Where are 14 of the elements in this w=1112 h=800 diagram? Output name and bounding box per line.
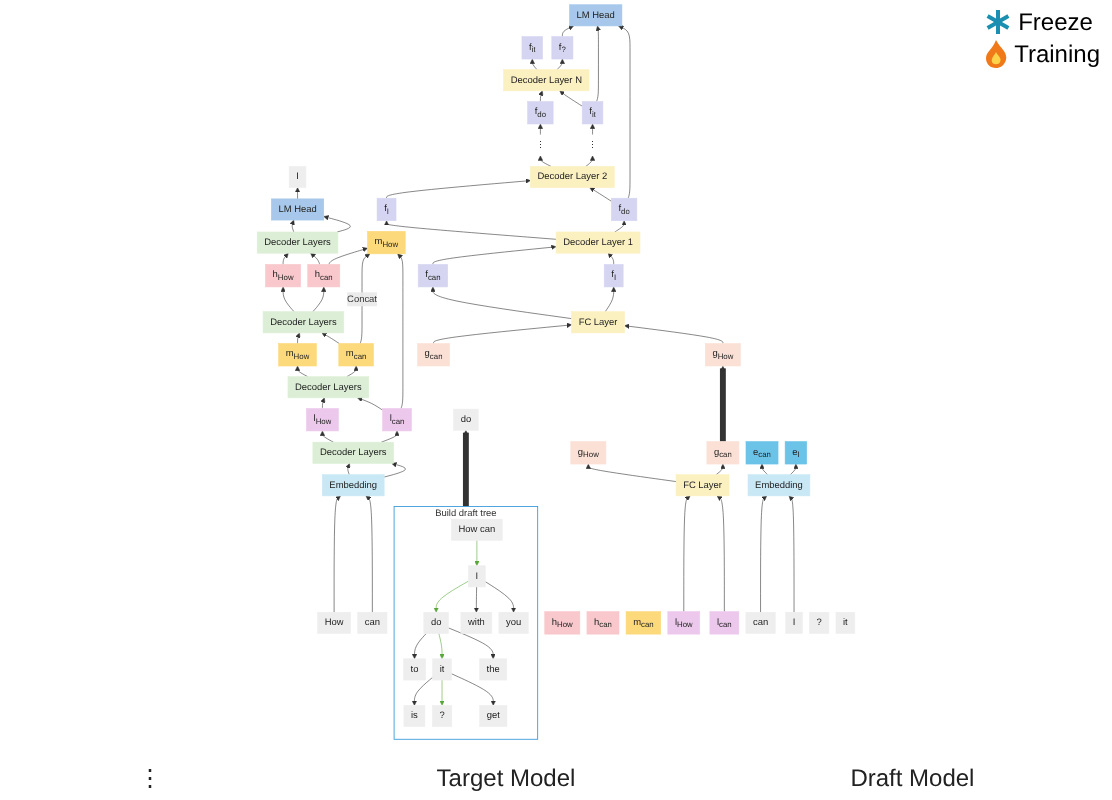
arrow <box>585 155 596 167</box>
arrow <box>529 58 538 70</box>
arrow <box>789 463 799 475</box>
arrow <box>295 332 301 344</box>
arrow <box>759 463 768 475</box>
legend-text: Training <box>1014 40 1100 68</box>
legend-text: Freeze <box>1018 8 1093 36</box>
caption-text: ⋮ <box>137 764 162 792</box>
arrow <box>462 430 469 509</box>
caption-text: Target Model <box>436 764 576 792</box>
arrow <box>715 463 726 475</box>
arrow <box>719 365 726 444</box>
arrow <box>537 123 543 135</box>
caption-text: Draft Model <box>850 764 975 792</box>
